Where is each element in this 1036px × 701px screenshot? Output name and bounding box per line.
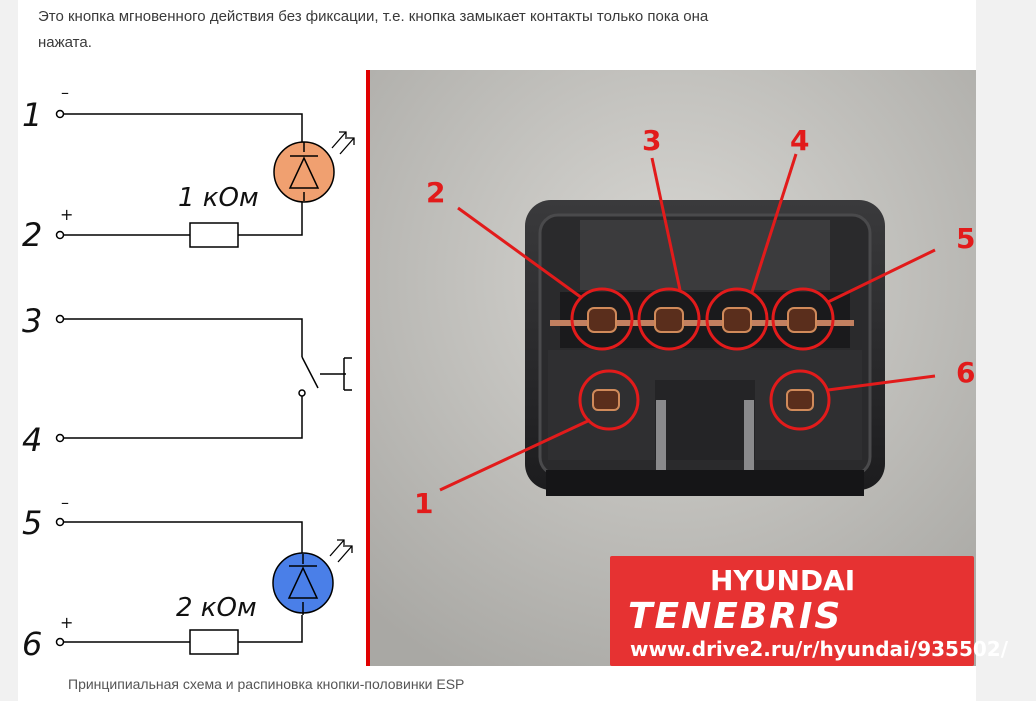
photo-pin-label-3: 3	[642, 124, 661, 157]
esp-button-figure: 1 2 3 4 5 6 – + – +	[18, 70, 1009, 666]
intro-paragraph: Это кнопка мгновенного действия без фикс…	[38, 4, 838, 56]
watermark-model: TENEBRIS	[628, 596, 842, 637]
connector-photo-drawing: 1 2 3 4 5 6 HYUNDAI TENEBRIS www.drive2.…	[370, 70, 1009, 666]
schematic-drawing: 1 2 3 4 5 6 – + – +	[22, 83, 355, 663]
resistor-1kohm	[189, 222, 239, 248]
photo-pin-label-1: 1	[414, 487, 433, 520]
pin-label-4: 4	[22, 421, 42, 459]
circuit-schematic: 1 2 3 4 5 6 – + – +	[18, 70, 368, 666]
figure-caption: Принципиальная схема и распиновка кнопки…	[68, 676, 465, 692]
plus-sign-6: +	[60, 613, 73, 632]
watermark-brand: HYUNDAI	[710, 564, 855, 597]
photo-pin-label-5: 5	[956, 222, 975, 255]
plus-sign-2: +	[60, 205, 73, 224]
resistor-1kohm-label: 1 кОм	[178, 183, 259, 213]
intro-line-2: нажата.	[38, 34, 92, 51]
watermark: HYUNDAI TENEBRIS www.drive2.ru/r/hyundai…	[610, 556, 1009, 666]
pin-label-1: 1	[22, 96, 42, 134]
led-blue	[272, 539, 353, 615]
figure-divider	[366, 70, 370, 666]
led-orange	[273, 131, 355, 203]
resistor-2kohm	[189, 629, 239, 655]
pin-label-3: 3	[22, 302, 42, 340]
photo-pin-label-2: 2	[426, 176, 445, 209]
pin-label-2: 2	[22, 216, 42, 254]
intro-line-1: Это кнопка мгновенного действия без фикс…	[38, 8, 709, 25]
photo-pin-label-6: 6	[956, 356, 975, 389]
wires	[55, 109, 352, 647]
pin-label-6: 6	[22, 625, 42, 663]
connector-photo: 1 2 3 4 5 6 HYUNDAI TENEBRIS www.drive2.…	[370, 70, 1009, 666]
photo-pin-label-4: 4	[790, 124, 809, 157]
watermark-url: www.drive2.ru/r/hyundai/935502/	[630, 637, 1009, 661]
pin-label-5: 5	[22, 504, 42, 542]
minus-sign-1: –	[61, 83, 69, 102]
resistor-2kohm-label: 2 кОм	[176, 593, 257, 623]
minus-sign-5: –	[61, 493, 69, 512]
